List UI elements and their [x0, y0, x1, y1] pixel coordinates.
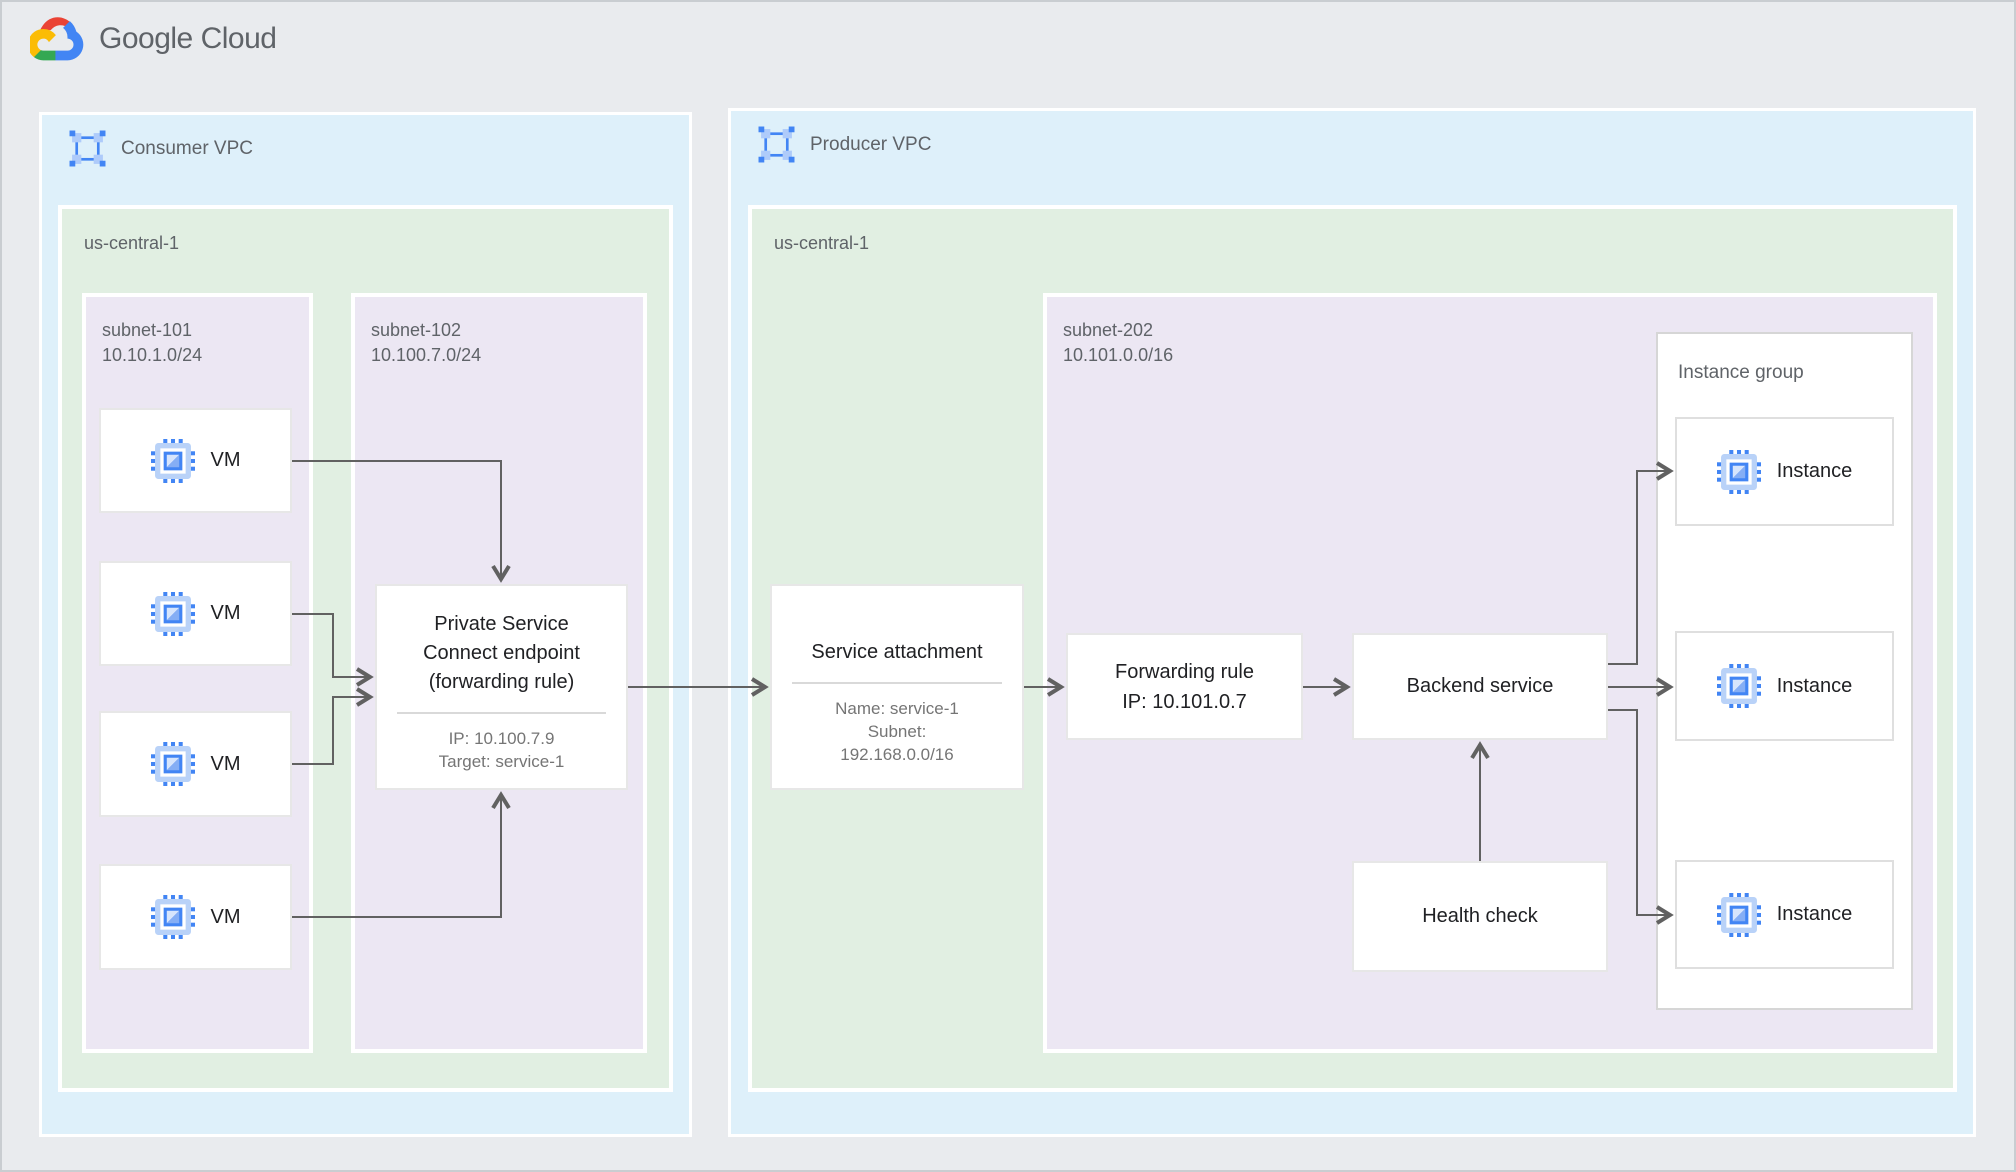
- vm-4: VM: [99, 864, 292, 970]
- producer-vpc-label: Producer VPC: [810, 133, 932, 155]
- health-check-title: Health check: [1422, 905, 1538, 927]
- compute-engine-icon: [150, 742, 195, 786]
- compute-engine-icon: [1716, 664, 1761, 708]
- psc-title-line-2: Connect endpoint: [423, 642, 580, 664]
- sa-subnet-label: Subnet:: [867, 722, 927, 741]
- subnet-202-name: subnet-202: [1063, 320, 1154, 340]
- forwarding-rule: Forwarding rule IP: 10.101.0.7: [1066, 633, 1303, 740]
- forwarding-rule-ip: IP: 10.101.0.7: [1122, 690, 1247, 713]
- compute-engine-icon: [1716, 449, 1761, 494]
- compute-engine-icon: [150, 591, 195, 636]
- google-cloud-icon: [30, 17, 84, 61]
- divider: [397, 712, 606, 714]
- backend-service: Backend service: [1352, 633, 1608, 740]
- psc-endpoint-title: Private Service Connect endpoint (forwar…: [377, 610, 626, 697]
- vm-3: VM: [99, 711, 292, 817]
- instance-1: Instance: [1675, 417, 1894, 526]
- subnet-102-name: subnet-102: [371, 320, 462, 340]
- subnet-102-cidr: 10.100.7.0/24: [371, 345, 482, 365]
- subnet-101-cidr: 10.10.1.0/24: [102, 345, 203, 365]
- subnet-202-cidr: 10.101.0.0/16: [1063, 345, 1174, 365]
- consumer-region-label: us-central-1: [84, 233, 180, 253]
- subnet-102-label: subnet-102 10.100.7.0/24: [371, 318, 481, 368]
- psc-target: Target: service-1: [438, 752, 565, 771]
- producer-vpc-header: Producer VPC: [758, 126, 931, 163]
- producer-region-label: us-central-1: [774, 233, 870, 253]
- vm-1-label: VM: [210, 449, 241, 471]
- instance-1-label: Instance: [1776, 460, 1853, 482]
- subnet-101-name: subnet-101: [102, 320, 193, 340]
- instance-group-label: Instance group: [1678, 362, 1804, 383]
- service-attachment-card: Service attachment Name: service-1 Subne…: [772, 586, 1022, 766]
- backend-service-title: Backend service: [1406, 675, 1554, 697]
- psc-title-line-3: (forwarding rule): [428, 671, 575, 693]
- service-attachment-title: Service attachment: [811, 641, 983, 663]
- sa-name: Name: service-1: [835, 699, 959, 718]
- vpc-icon: [69, 130, 106, 167]
- vm-4-label: VM: [210, 905, 241, 928]
- subnet-101-label: subnet-101 10.10.1.0/24: [102, 318, 202, 368]
- consumer-vpc-header: Consumer VPC: [69, 130, 253, 167]
- vpc-icon: [758, 126, 795, 163]
- instance-3-label: Instance: [1776, 903, 1853, 925]
- vm-1: VM: [99, 408, 292, 513]
- forwarding-rule-title: Forwarding rule: [1115, 660, 1254, 683]
- consumer-vpc-label: Consumer VPC: [121, 137, 253, 159]
- compute-engine-icon: [1716, 892, 1761, 937]
- service-attachment-details: Name: service-1 Subnet: 192.168.0.0/16: [772, 697, 1022, 766]
- instance-2: Instance: [1675, 631, 1894, 741]
- compute-engine-icon: [150, 895, 195, 939]
- instance-3: Instance: [1675, 860, 1894, 969]
- divider: [792, 682, 1002, 684]
- vm-2: VM: [99, 561, 292, 666]
- google-cloud-logo: Google Cloud: [30, 16, 277, 62]
- logo-wordmark: Google Cloud: [99, 22, 277, 55]
- psc-endpoint: Private Service Connect endpoint (forwar…: [375, 584, 628, 790]
- service-attachment: Service attachment Name: service-1 Subne…: [770, 584, 1024, 790]
- psc-endpoint-details: IP: 10.100.7.9 Target: service-1: [377, 727, 626, 773]
- subnet-202-label: subnet-202 10.101.0.0/16: [1063, 318, 1173, 368]
- compute-engine-icon: [150, 438, 195, 483]
- health-check: Health check: [1352, 861, 1608, 972]
- psc-endpoint-card: Private Service Connect endpoint (forwar…: [377, 586, 626, 773]
- psc-title-line-1: Private Service: [434, 613, 569, 635]
- instance-2-label: Instance: [1776, 674, 1853, 697]
- vm-2-label: VM: [210, 602, 241, 624]
- psc-ip: IP: 10.100.7.9: [448, 729, 555, 748]
- sa-subnet-cidr: 192.168.0.0/16: [840, 745, 954, 764]
- vm-3-label: VM: [210, 752, 241, 775]
- forwarding-rule-text: Forwarding rule IP: 10.101.0.7: [1115, 657, 1254, 717]
